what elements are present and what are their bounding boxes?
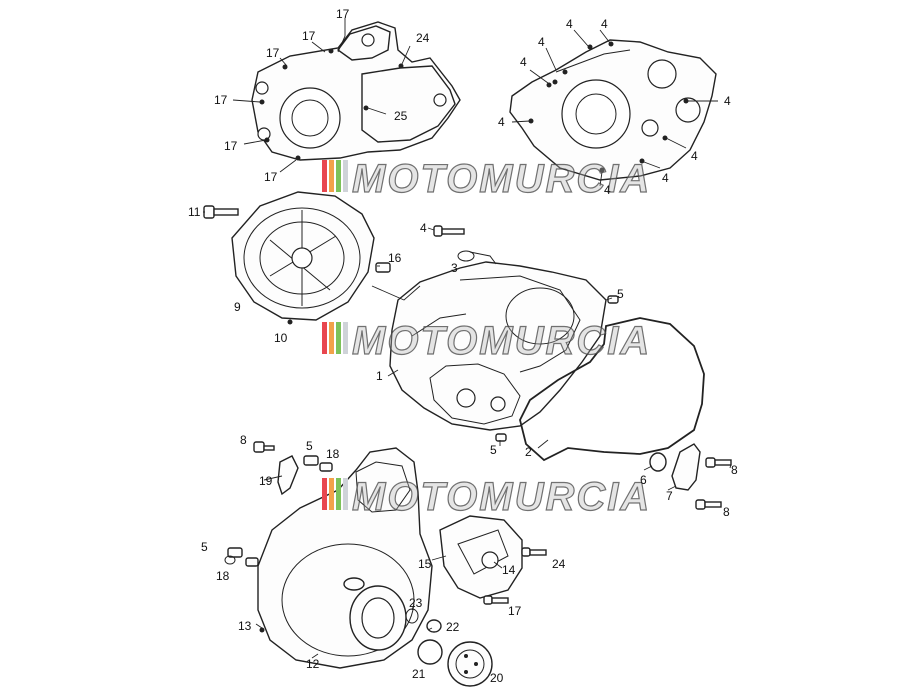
watermark-bottom: MOTOMURCIA xyxy=(322,474,651,520)
callout-14: 14 xyxy=(502,563,516,577)
seal-22 xyxy=(426,619,442,633)
clutch-cover xyxy=(231,191,375,325)
callout-25: 25 xyxy=(394,109,408,123)
callout-4: 4 xyxy=(604,183,611,197)
bolts-8-right xyxy=(695,457,732,510)
callout-8: 8 xyxy=(723,505,730,519)
bolt-11 xyxy=(203,205,239,219)
leader-lines xyxy=(203,18,732,659)
callout-17: 17 xyxy=(336,7,350,21)
callout-17: 17 xyxy=(266,46,280,60)
callout-5: 5 xyxy=(201,540,208,554)
callout-labels: 17 17 17 17 17 17 24 25 4 4 4 4 4 4 4 4 … xyxy=(188,7,738,685)
callout-17: 17 xyxy=(264,170,278,184)
callout-8: 8 xyxy=(731,463,738,477)
callout-18: 18 xyxy=(216,569,230,583)
callout-17: 17 xyxy=(224,139,238,153)
retaining-plate-7 xyxy=(671,443,701,491)
callout-23: 23 xyxy=(409,596,423,610)
callout-5: 5 xyxy=(306,439,313,453)
watermark-text: MOTOMURCIA xyxy=(352,157,651,201)
callout-17: 17 xyxy=(508,604,522,618)
watermark-top: MOTOMURCIA xyxy=(322,156,651,202)
callout-4: 4 xyxy=(520,55,527,69)
callout-19: 19 xyxy=(259,474,273,488)
dowel-pin-16 xyxy=(375,262,391,273)
ignition-cover xyxy=(257,447,433,669)
callout-22: 22 xyxy=(446,620,460,634)
callout-4: 4 xyxy=(420,221,427,235)
watermark-text: MOTOMURCIA xyxy=(352,475,651,519)
callout-18: 18 xyxy=(326,447,340,461)
callout-4: 4 xyxy=(566,17,573,31)
watermark-text: MOTOMURCIA xyxy=(352,319,651,363)
callout-17: 17 xyxy=(302,29,316,43)
callout-13: 13 xyxy=(238,619,252,633)
crankcase-assembly xyxy=(371,225,619,442)
callout-10: 10 xyxy=(274,331,288,345)
callout-12: 12 xyxy=(306,657,320,671)
callout-4: 4 xyxy=(662,171,669,185)
callout-4: 4 xyxy=(691,149,698,163)
right-crankcase-half xyxy=(509,39,717,181)
left-crankcase-half xyxy=(251,21,461,161)
callout-24: 24 xyxy=(416,31,430,45)
oil-filter-cap-20 xyxy=(447,641,493,687)
lower-left-small-parts xyxy=(224,441,333,567)
watermark-middle: MOTOMURCIA xyxy=(322,318,651,364)
callout-24: 24 xyxy=(552,557,566,571)
callout-16: 16 xyxy=(388,251,402,265)
callout-4: 4 xyxy=(601,17,608,31)
callout-11: 11 xyxy=(188,205,201,219)
o-ring-21 xyxy=(417,639,443,665)
callout-9: 9 xyxy=(234,300,241,314)
callout-20: 20 xyxy=(490,671,504,685)
callout-5: 5 xyxy=(490,443,497,457)
callout-4: 4 xyxy=(498,115,505,129)
callout-4: 4 xyxy=(538,35,545,49)
callout-8: 8 xyxy=(240,433,247,447)
callout-17: 17 xyxy=(214,93,228,107)
callout-1: 1 xyxy=(376,369,383,383)
clutch-cover-gasket xyxy=(519,317,705,462)
callout-2: 2 xyxy=(525,445,532,459)
oil-seal-6 xyxy=(649,452,667,472)
water-pump-cover xyxy=(439,515,547,605)
callout-15: 15 xyxy=(418,557,432,571)
callout-3: 3 xyxy=(451,261,458,275)
callout-6: 6 xyxy=(640,473,647,487)
callout-21: 21 xyxy=(412,667,426,681)
callout-5: 5 xyxy=(617,287,624,301)
callout-4: 4 xyxy=(724,94,731,108)
callout-7: 7 xyxy=(666,489,673,503)
